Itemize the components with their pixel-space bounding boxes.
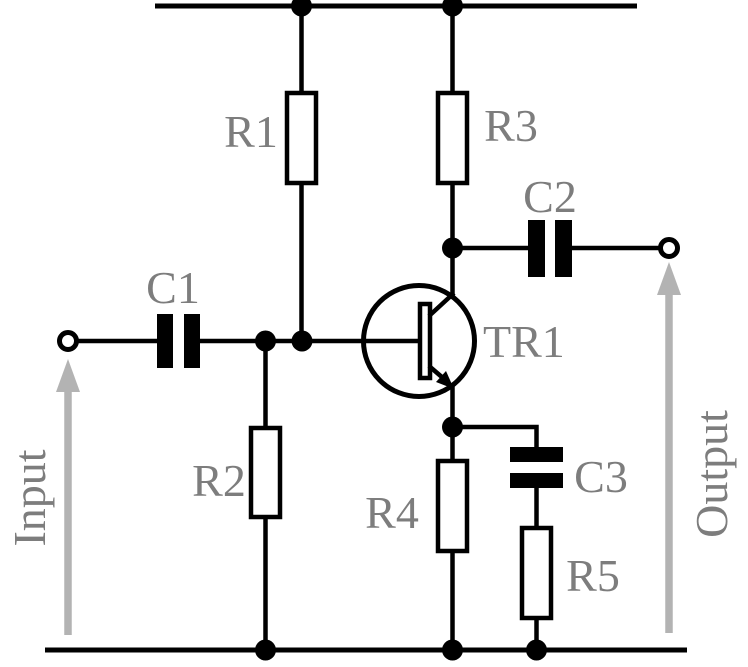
capacitor-plate <box>555 220 572 277</box>
resistor-r4-body <box>435 458 470 554</box>
labels: R1 R3 C1 C2 TR1 R2 R4 C3 R5 Input Output <box>4 100 737 601</box>
resistor-r2-body <box>248 425 283 520</box>
capacitor-c1-body <box>157 314 200 368</box>
input-terminal <box>57 330 79 352</box>
label-c3: C3 <box>574 451 628 502</box>
junction-dot <box>291 0 312 17</box>
signal-arrows <box>56 262 681 635</box>
label-r2: R2 <box>192 455 246 506</box>
capacitor-plate <box>510 473 563 488</box>
transistor-circle <box>361 283 477 399</box>
label-input: Input <box>4 449 55 546</box>
emitter-to-c3-wire <box>452 424 539 447</box>
capacitor-c2-body <box>528 220 572 277</box>
label-r3: R3 <box>484 100 538 151</box>
junction-dot <box>442 237 463 259</box>
label-c2: C2 <box>523 171 577 222</box>
capacitor-plate <box>528 220 545 277</box>
capacitor-plate <box>157 314 173 368</box>
capacitor-c3-body <box>510 447 563 488</box>
supply-rails <box>45 3 687 653</box>
capacitor-plate <box>510 447 563 462</box>
capacitor-plate <box>184 314 200 368</box>
resistor-r5-body <box>519 525 554 621</box>
output-terminal <box>658 237 680 259</box>
terminals <box>57 237 680 352</box>
junction-dot <box>442 639 463 661</box>
junction-dots <box>255 0 547 661</box>
input-arrow-head <box>56 359 80 392</box>
resistor-r3-body <box>435 90 470 186</box>
junction-dot <box>442 0 463 17</box>
label-r1: R1 <box>224 106 278 157</box>
label-c1: C1 <box>146 262 200 313</box>
resistors <box>248 90 554 621</box>
transistor-emitter-lead <box>427 364 445 380</box>
transistor-base-bar <box>417 301 433 381</box>
transistor-tr1 <box>361 283 477 399</box>
emitter-arrowhead <box>436 371 454 389</box>
label-tr1: TR1 <box>483 316 565 367</box>
label-output: Output <box>686 410 737 538</box>
output-arrow-head <box>657 262 681 295</box>
resistor-r1-body <box>284 90 319 186</box>
junction-dot <box>526 639 547 661</box>
junction-dot <box>442 416 463 438</box>
junction-dot <box>255 639 276 661</box>
junction-dot <box>255 330 276 352</box>
junction-dot <box>291 330 313 352</box>
capacitors <box>157 220 572 488</box>
label-r5: R5 <box>566 550 620 601</box>
transistor-collector-lead <box>427 291 456 318</box>
label-r4: R4 <box>365 487 419 538</box>
